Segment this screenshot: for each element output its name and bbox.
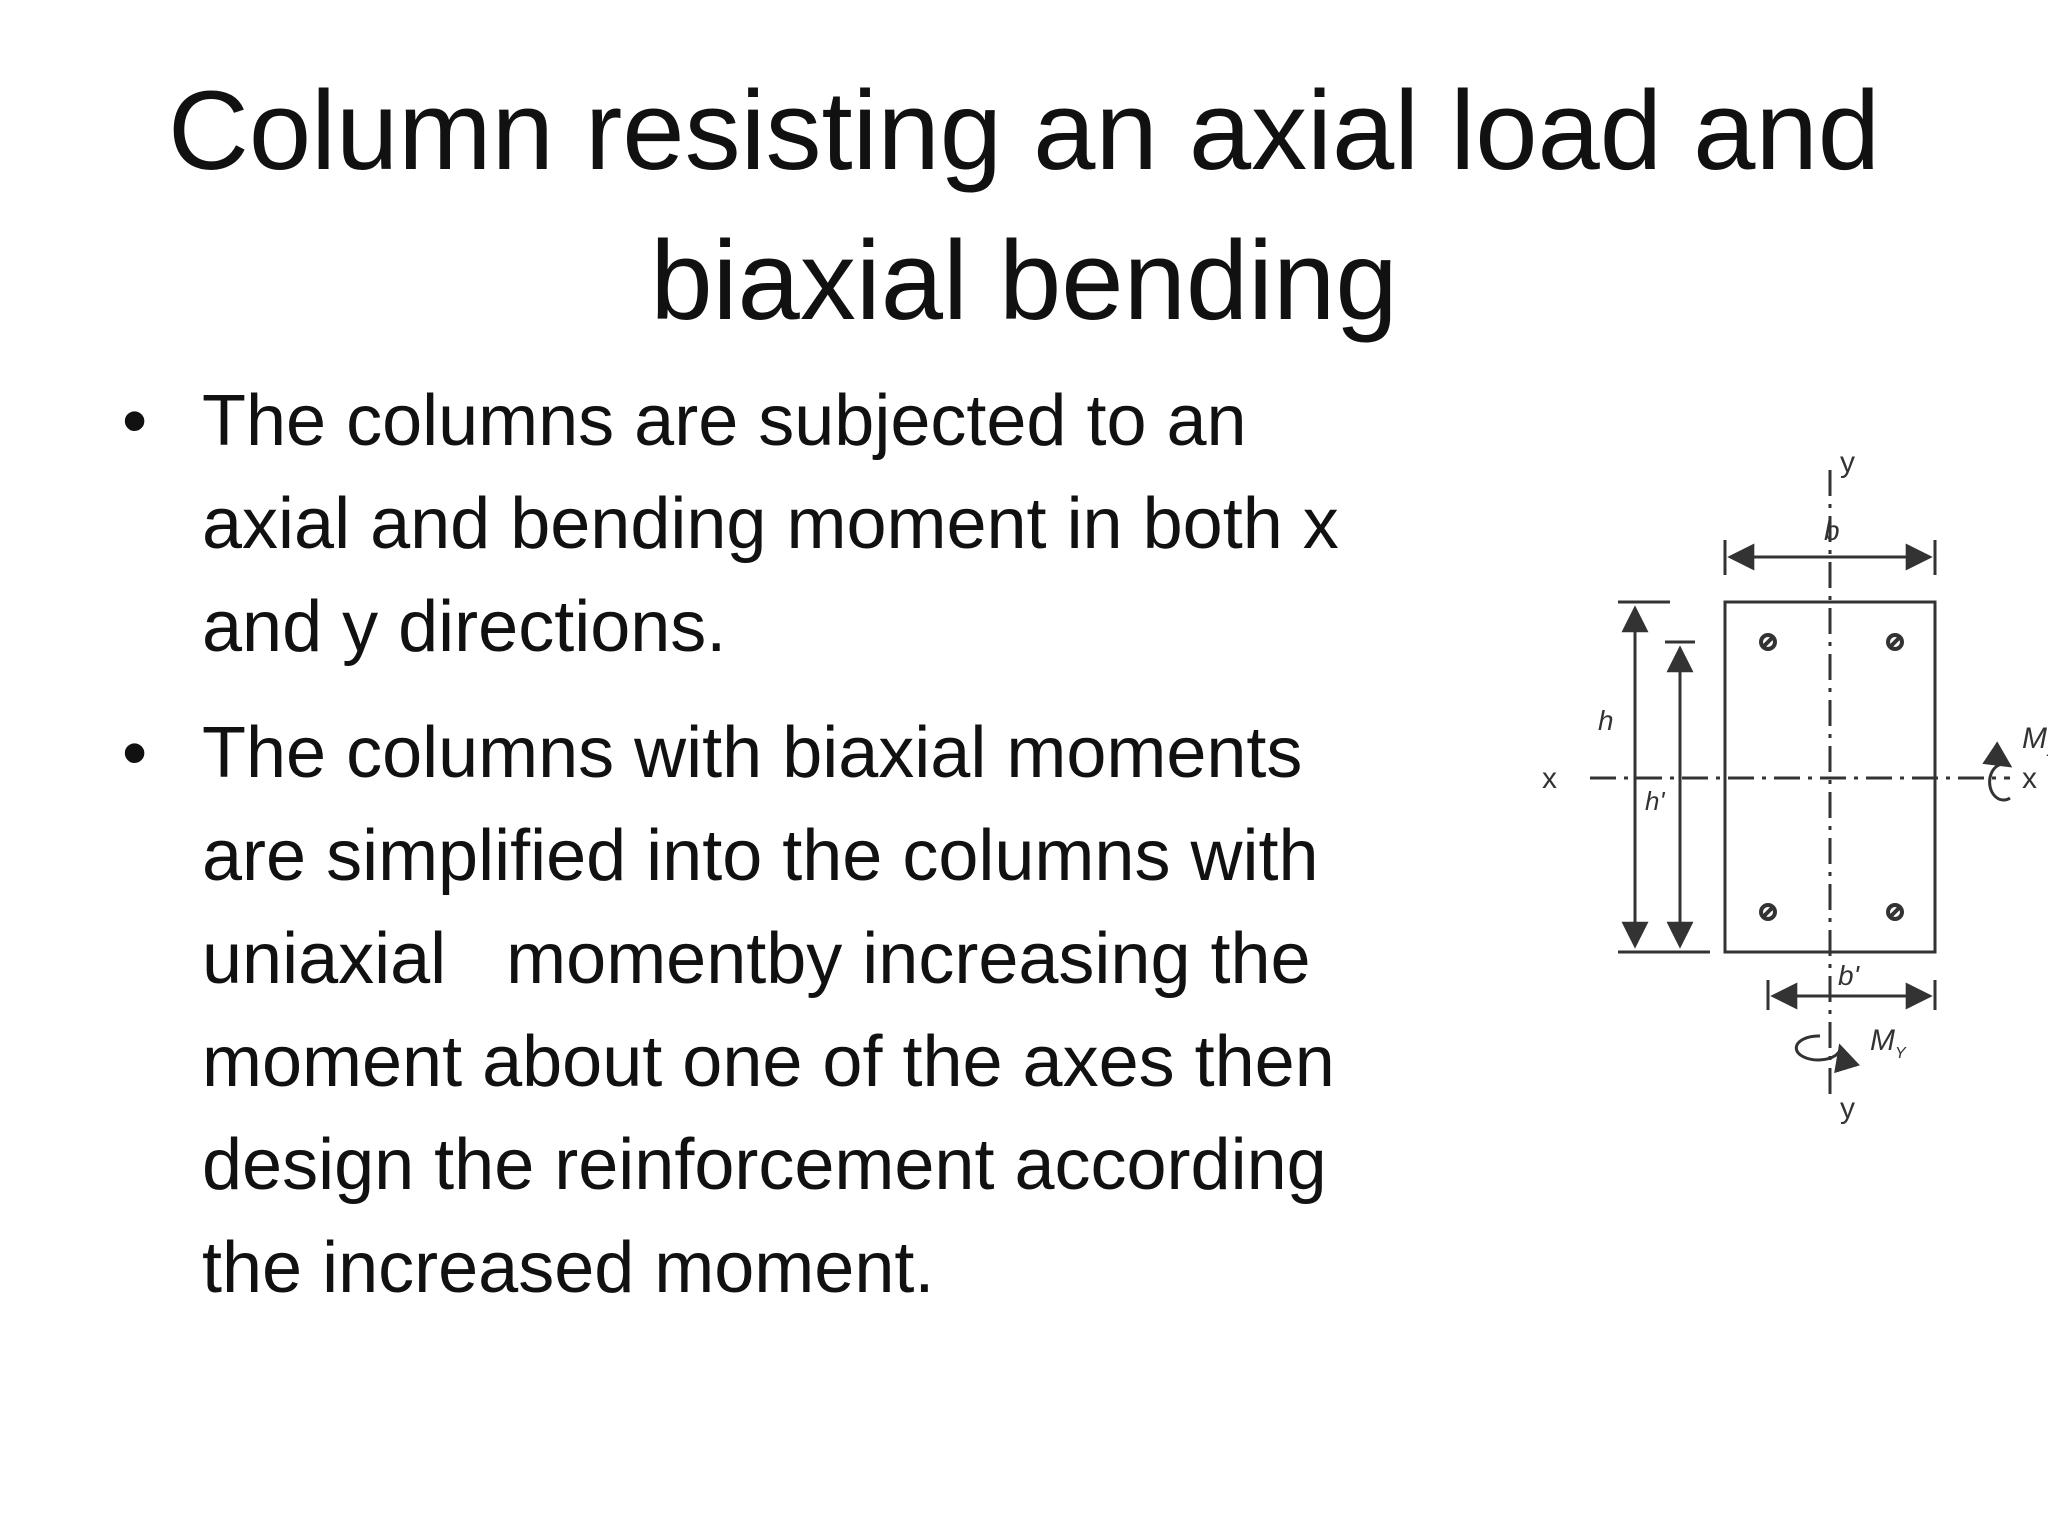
bullet-1-line-1: The columns are subjected to an (202, 381, 1247, 461)
bullet-list: • The columns are subjected to an axial … (118, 370, 1488, 1343)
column-section-diagram: y b h h' x x b' y Mx MY (1542, 446, 2048, 1125)
label-my-sub: Y (1895, 1045, 1907, 1062)
bullet-dot-icon: • (122, 713, 148, 793)
rebar-bottom-left (1759, 903, 1777, 921)
bullet-2-line-1: The columns with biaxial moments (202, 713, 1303, 793)
dimension-b (1723, 540, 1937, 575)
bullet-2-line-6: the increased moment. (202, 1228, 935, 1308)
rebar-group (1759, 633, 1904, 921)
label-b-prime: b' (1838, 960, 1861, 991)
rebar-bottom-right (1886, 903, 1904, 921)
rebar-top-left (1759, 633, 1777, 651)
dimension-h-prime (1665, 640, 1695, 949)
rebar-top-right (1886, 633, 1904, 651)
label-moment-y: MY (1870, 1024, 1907, 1062)
label-b: b (1824, 515, 1840, 546)
bullet-item-1: • The columns are subjected to an axial … (118, 370, 1488, 679)
label-mx-main: M (2022, 722, 2047, 755)
bullet-1-line-3: and y directions. (202, 587, 727, 667)
label-y-top: y (1840, 446, 1855, 479)
bullet-2-line-2: are simplified into the columns with (202, 816, 1319, 896)
bullet-2-line-3: uniaxial momentby increasing the (202, 919, 1311, 999)
label-y-bottom: y (1840, 1092, 1855, 1125)
bullet-2-line-5: design the reinforcement according (202, 1125, 1327, 1205)
label-h: h (1598, 705, 1614, 736)
dimension-h (1618, 600, 1710, 954)
title-line-2: biaxial bending (650, 218, 1398, 343)
slide-title: Column resisting an axial load and biaxi… (0, 56, 2048, 356)
moment-x-arrow-icon (1982, 741, 2013, 802)
title-line-1: Column resisting an axial load and (167, 68, 1881, 193)
moment-y-arrow-icon (1794, 1034, 1860, 1074)
bullet-2-line-4: moment about one of the axes then (202, 1022, 1335, 1102)
label-h-prime: h' (1645, 786, 1665, 816)
dimension-b-prime (1766, 980, 1937, 1010)
bullet-dot-icon: • (122, 381, 148, 461)
label-x-right: x (2022, 762, 2037, 795)
bullet-1-line-2: axial and bending moment in both x (202, 484, 1339, 564)
label-moment-x: Mx (2022, 722, 2048, 760)
label-my-main: M (1870, 1024, 1895, 1057)
label-mx-sub: x (2046, 740, 2048, 760)
column-outline (1723, 600, 1937, 954)
bullet-item-2: • The columns with biaxial moments are s… (118, 702, 1488, 1320)
label-x-left: x (1542, 762, 1557, 795)
